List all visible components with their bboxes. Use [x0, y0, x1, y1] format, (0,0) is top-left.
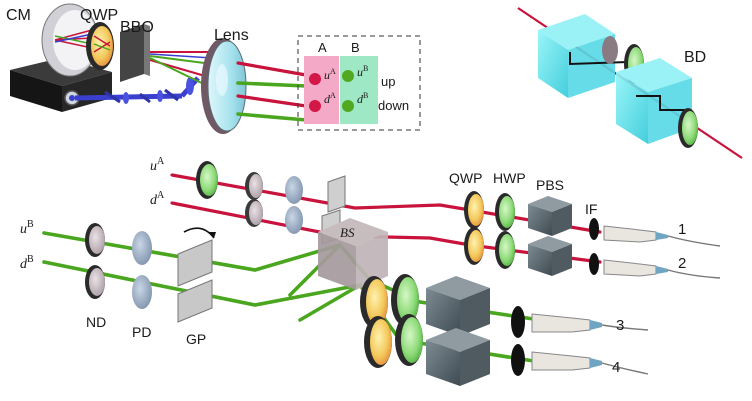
label-qwp: QWP [449, 170, 482, 186]
nd-filter-ub [85, 223, 105, 257]
coupler-1 [603, 225, 721, 247]
pbs-out-1 [528, 196, 572, 236]
cm-mirror [41, 3, 99, 77]
label-out-2: 2 [678, 255, 686, 272]
label-bbo: BBO [120, 19, 154, 36]
coupler-3 [531, 313, 649, 333]
qwp-out-1 [464, 191, 484, 229]
gp-db [177, 279, 213, 323]
legend-col-a: A [318, 40, 327, 55]
label-source-qwp: QWP [80, 7, 118, 24]
label-if: IF [585, 201, 597, 217]
label-lens: Lens [214, 27, 249, 44]
qwp-out-2 [464, 227, 484, 265]
coupler-2 [603, 259, 721, 279]
label-cm: CM [6, 7, 31, 24]
legend-dot-ua [309, 73, 321, 85]
label-gp: GP [186, 331, 206, 347]
legend-dot-db [342, 100, 354, 112]
bd-inset: BD [517, 7, 743, 159]
legend-col-b: B [351, 40, 360, 55]
hwp-out-2 [495, 231, 515, 269]
legend-ua: uA [324, 67, 336, 82]
legend-dot-da [309, 100, 321, 112]
if-out-2 [589, 253, 599, 275]
pump-beam [74, 76, 200, 104]
legend-db: dB [357, 91, 368, 106]
hwp-out-1 [495, 193, 515, 231]
coupler-4 [531, 351, 649, 375]
big-lens [201, 38, 247, 134]
pbs-out-4 [426, 328, 490, 386]
legend-ub: uB [357, 64, 368, 79]
disc-da-1 [245, 199, 263, 227]
if-out-3 [511, 306, 525, 338]
source-qwp [86, 22, 114, 70]
bbo-crystal [120, 24, 150, 82]
bd-green-lens-2 [682, 111, 698, 145]
qwp-out-4 [364, 316, 392, 368]
label-out-4: 4 [612, 359, 620, 376]
disc-ua-1 [245, 172, 263, 200]
label-pbs: PBS [536, 177, 564, 193]
main-setup: uA dA uB dB ND PD GP BS QWP HWP PBS IF 1… [20, 156, 721, 386]
source-panel: A B uA dA uB dB up down CM QWP BBO Lens [6, 3, 421, 134]
label-db: dB [20, 254, 34, 272]
legend-row-down: down [378, 98, 409, 113]
lens-output-beams [236, 61, 308, 122]
if-out-1 [589, 218, 599, 240]
if-out-4 [511, 344, 525, 376]
lens-ua-green [196, 161, 218, 199]
legend-dot-ub [342, 70, 354, 82]
label-bd: BD [684, 49, 706, 66]
label-nd: ND [86, 314, 106, 330]
pd-ub [132, 231, 152, 265]
label-out-3: 3 [616, 317, 624, 334]
label-ua: uA [150, 156, 165, 174]
mode-legend: A B uA dA uB dB up down [297, 35, 421, 131]
legend-da: dA [324, 91, 336, 106]
gp-ub [177, 239, 213, 287]
plate-ua [327, 175, 346, 213]
legend-row-up: up [381, 74, 395, 89]
beam-splitter [318, 218, 388, 290]
label-hwp: HWP [493, 170, 526, 186]
hwp-out-3 [391, 274, 419, 326]
qwp-out-3 [360, 276, 388, 328]
nd-filter-db [85, 265, 105, 299]
pbs-out-2 [528, 236, 572, 276]
label-pd: PD [132, 324, 151, 340]
disc-da-2 [285, 206, 303, 234]
label-da: dA [150, 190, 165, 208]
pd-db [132, 275, 152, 309]
label-ub: uB [20, 219, 34, 237]
pbs-out-3 [426, 276, 490, 336]
hwp-out-4 [395, 314, 423, 366]
disc-ua-2 [285, 176, 303, 204]
label-bs: BS [340, 225, 355, 240]
label-out-1: 1 [678, 221, 686, 238]
